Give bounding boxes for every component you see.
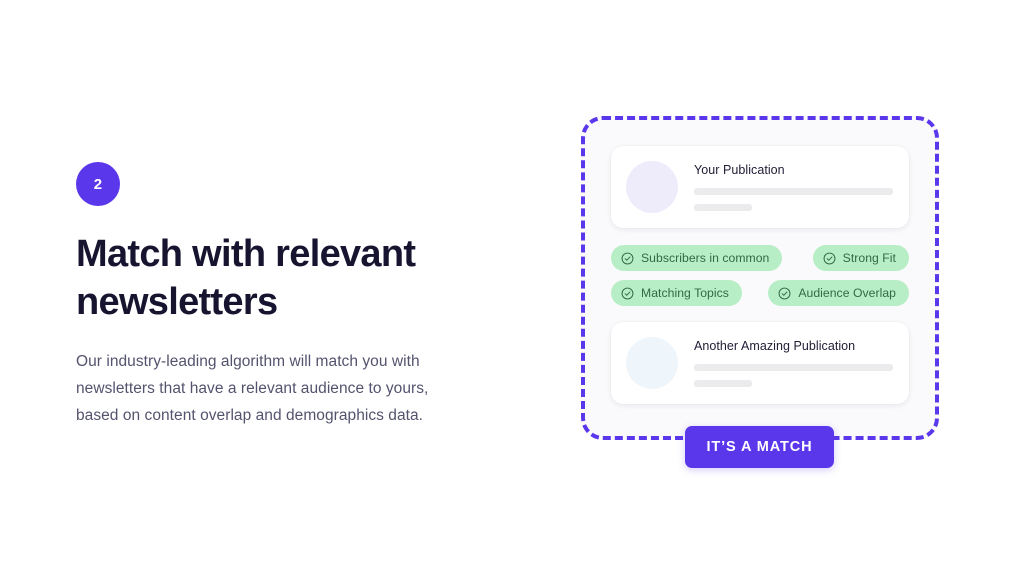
match-tag-label: Subscribers in common bbox=[641, 251, 770, 265]
circle-check-icon bbox=[823, 252, 836, 264]
match-signal-tag-list: Subscribers in common Strong Fit bbox=[611, 245, 909, 306]
match-preview-panel: Your Publication Subscribers in common bbox=[581, 116, 939, 440]
step-number-badge: 2 bbox=[76, 162, 120, 206]
its-a-match-button[interactable]: IT’S A MATCH bbox=[685, 426, 834, 468]
match-tag-label: Strong Fit bbox=[842, 251, 896, 265]
feature-text-column: 2 Match with relevant newsletters Our in… bbox=[76, 162, 496, 429]
publication-card-body: Another Amazing Publication bbox=[694, 339, 893, 387]
publication-title: Your Publication bbox=[694, 163, 785, 177]
publication-card[interactable]: Your Publication bbox=[611, 146, 909, 228]
avatar bbox=[626, 161, 678, 213]
skeleton-line-short bbox=[694, 380, 752, 387]
match-tag-label: Matching Topics bbox=[641, 286, 729, 300]
step-number-label: 2 bbox=[93, 175, 103, 193]
match-tag-subscribers-in-common[interactable]: Subscribers in common bbox=[611, 245, 783, 271]
match-tag-audience-overlap[interactable]: Audience Overlap bbox=[768, 280, 909, 306]
skeleton-line-long bbox=[694, 188, 893, 195]
match-tag-strong-fit[interactable]: Strong Fit bbox=[812, 245, 909, 271]
page-title: Match with relevant newsletters bbox=[76, 233, 416, 323]
avatar bbox=[626, 337, 678, 389]
tag-row: Subscribers in common Strong Fit bbox=[611, 245, 909, 271]
match-preview-content: Your Publication Subscribers in common bbox=[585, 120, 935, 436]
feature-description: Our industry-leading algorithm will matc… bbox=[76, 353, 429, 424]
skeleton-line-short bbox=[694, 204, 752, 211]
publication-card-body: Your Publication bbox=[694, 163, 893, 211]
publication-card[interactable]: Another Amazing Publication bbox=[611, 322, 909, 404]
match-tag-matching-topics[interactable]: Matching Topics bbox=[611, 280, 742, 306]
circle-check-icon bbox=[621, 252, 634, 264]
publication-title: Another Amazing Publication bbox=[694, 339, 856, 353]
tag-row: Matching Topics Audience Overlap bbox=[611, 280, 909, 306]
circle-check-icon bbox=[778, 287, 791, 299]
match-tag-label: Audience Overlap bbox=[798, 286, 896, 300]
skeleton-line-long bbox=[694, 364, 893, 371]
circle-check-icon bbox=[621, 287, 634, 299]
